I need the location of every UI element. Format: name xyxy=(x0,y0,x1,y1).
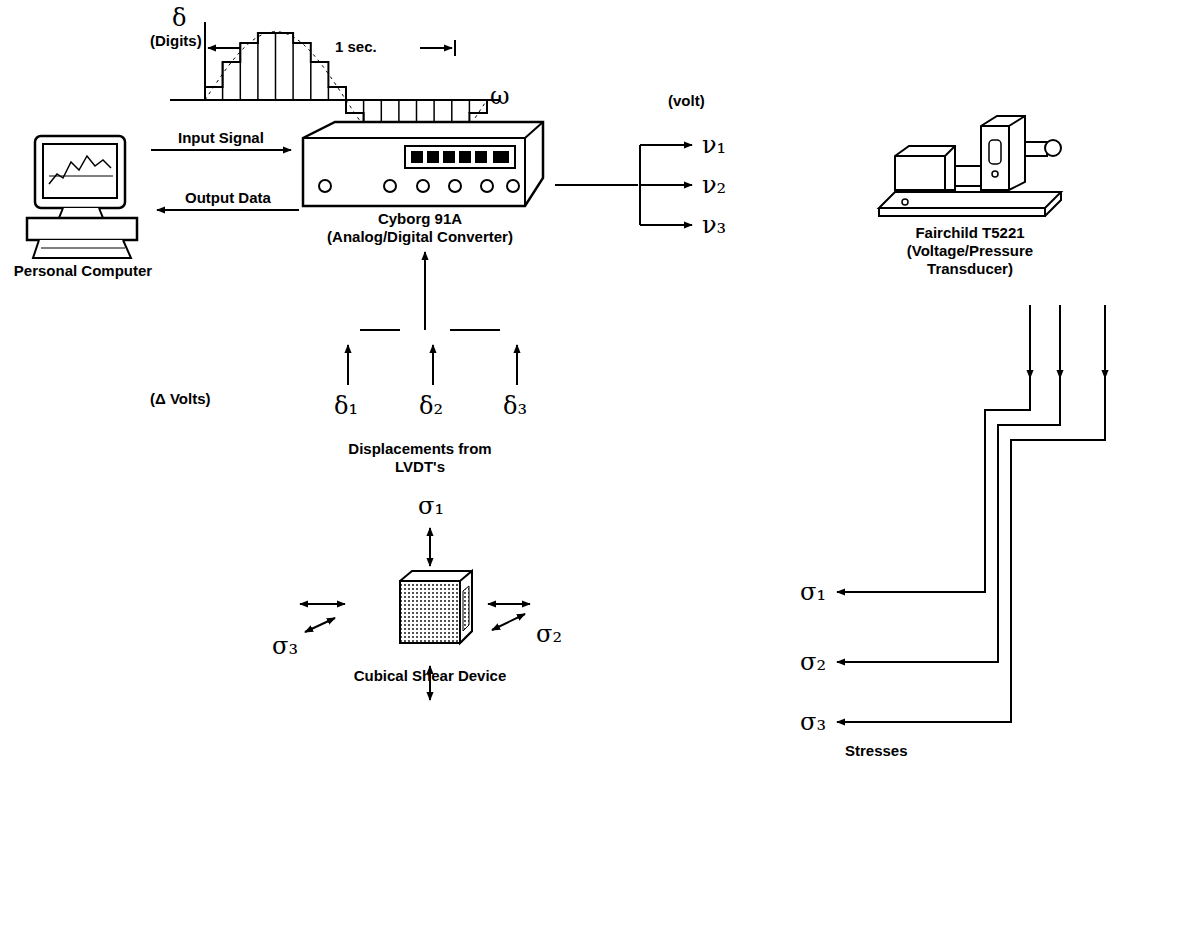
time-label: 1 sec. xyxy=(335,38,377,56)
device-icon xyxy=(23,132,143,262)
device-icon xyxy=(375,567,485,667)
device-label: (Analog/Digital Converter) xyxy=(327,228,513,246)
signal-name: δ₁ xyxy=(334,392,358,420)
stress-symbol: σ₃ xyxy=(800,708,826,736)
caption-label: Displacements from LVDT's xyxy=(330,440,510,476)
device-label: Fairchild T5221 xyxy=(915,224,1024,242)
signal-name: δ₂ xyxy=(419,392,443,420)
device-label: Cubical Shear Device xyxy=(354,667,507,685)
stress-symbol: σ₂ xyxy=(536,620,562,648)
group-label: Stresses xyxy=(845,742,908,760)
stress-symbol: σ₃ xyxy=(272,632,298,660)
device-icon xyxy=(875,112,1065,224)
device-label: Cyborg 91A xyxy=(378,210,462,228)
device-label: (Voltage/Pressure Transducer) xyxy=(885,242,1055,278)
axis-symbol: δ xyxy=(172,4,186,32)
stress-symbol: σ₁ xyxy=(800,578,826,606)
device-icon xyxy=(295,118,545,210)
axis-unit: (Digits) xyxy=(150,32,202,50)
signal-name: δ₃ xyxy=(503,392,527,420)
signal-name: ν₃ xyxy=(702,211,726,239)
unit-label: (Δ Volts) xyxy=(150,390,211,408)
stress-symbol: σ₂ xyxy=(800,648,826,676)
stress-symbol: σ₁ xyxy=(418,492,444,520)
signal-arrow xyxy=(157,209,299,211)
axis-symbol: ω xyxy=(490,82,510,110)
converter-device: Cyborg 91A(Analog/Digital Converter) xyxy=(295,118,545,246)
signal-name: ν₂ xyxy=(702,171,726,199)
transducer-device: Fairchild T5221(Voltage/Pressure Transdu… xyxy=(870,112,1070,278)
edge-label: Input Signal xyxy=(176,129,266,146)
device-label: Personal Computer xyxy=(14,262,152,280)
signal-arrow xyxy=(151,149,291,151)
computer-icon: Personal Computer xyxy=(8,132,158,280)
signal-name: ν₁ xyxy=(702,131,726,159)
unit-label: (volt) xyxy=(668,92,705,110)
edge-label: Output Data xyxy=(183,189,273,206)
shear-device: Cubical Shear Device xyxy=(330,567,530,685)
